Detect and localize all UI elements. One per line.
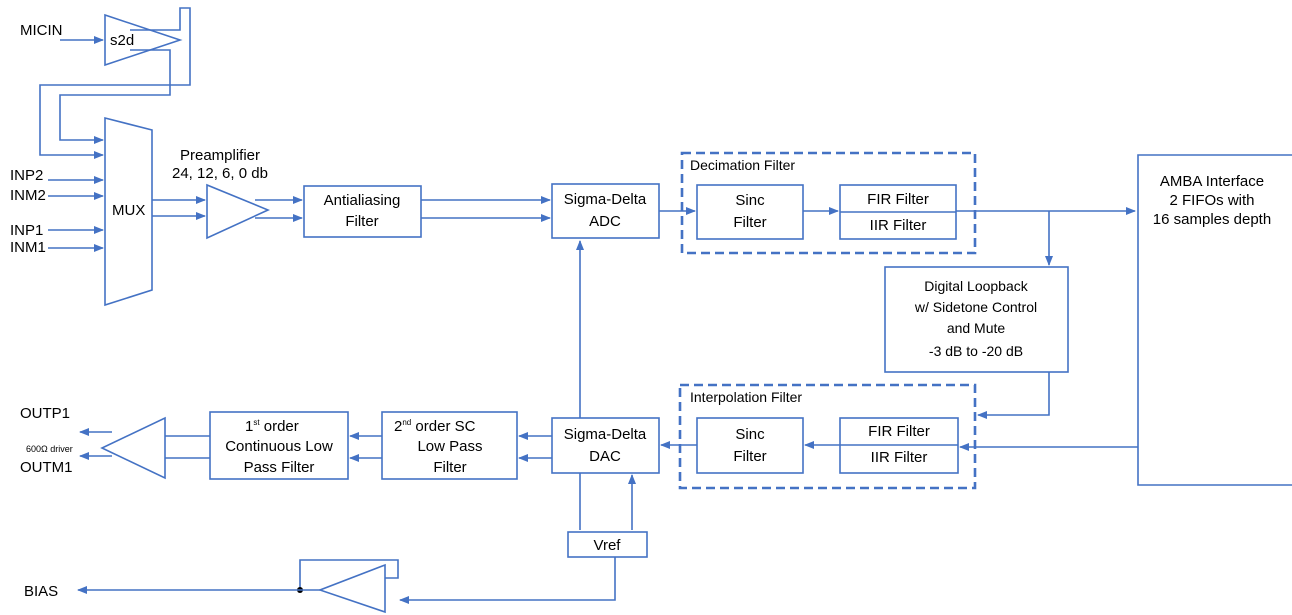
micin-label: MICIN [20, 22, 63, 39]
s2d-label: s2d [110, 32, 134, 49]
sc-filter-line1: 2nd order SC [394, 418, 476, 435]
preamp-title: Preamplifier [180, 147, 260, 164]
loopback-line3: and Mute [947, 320, 1006, 336]
outp1-label: OUTP1 [20, 405, 70, 422]
inm1-label: INM1 [10, 239, 46, 256]
inp1-label: INP1 [10, 222, 43, 239]
first-order-line2: Continuous Low [225, 438, 333, 455]
sigma-delta-dac-block [551, 417, 660, 474]
sc-filter-line2: Low Pass [417, 438, 482, 455]
mux-label: MUX [112, 202, 145, 219]
bias-label: BIAS [24, 583, 58, 600]
vref-label: Vref [594, 537, 622, 554]
sc-filter-order-rest: order SC [411, 418, 475, 435]
vref-block [567, 531, 648, 558]
amba-line2: 2 FIFOs with [1169, 192, 1254, 209]
interpolation-sinc-filter-block [696, 417, 804, 474]
first-order-sup: st [253, 418, 260, 427]
adc-line2: ADC [589, 213, 621, 230]
driver-label: 600Ω driver [26, 444, 73, 454]
mux-block [104, 116, 153, 307]
amba-line3: 16 samples depth [1153, 211, 1271, 228]
loopback-line2: w/ Sidetone Control [914, 299, 1037, 315]
inp2-label: INP2 [10, 167, 43, 184]
interpolation-filter-group [678, 383, 977, 490]
first-order-num: 1 [245, 418, 253, 435]
antialiasing-line2: Filter [345, 213, 378, 230]
int-fir-label: FIR Filter [868, 423, 930, 440]
dec-fir-label: FIR Filter [867, 191, 929, 208]
int-sinc-line1: Sinc [735, 426, 765, 443]
inm2-label: INM2 [10, 187, 46, 204]
sc-filter-order-sup: nd [402, 418, 411, 427]
preamplifier [206, 183, 271, 240]
antialiasing-line1: Antialiasing [324, 192, 401, 209]
dec-sinc-line1: Sinc [735, 192, 765, 209]
decimation-sinc-filter-block [696, 184, 804, 240]
bias-buffer-amplifier [317, 563, 386, 614]
s2d-out-p-wire [39, 7, 191, 159]
sc-filter-order-num: 2 [394, 418, 402, 435]
loopback-to-interpolation-wire [977, 372, 1050, 419]
antialiasing-filter-block [303, 185, 422, 238]
amba-line1: AMBA Interface [1160, 173, 1264, 190]
loopback-line4: -3 dB to -20 dB [929, 343, 1023, 359]
int-iir-label: IIR Filter [871, 449, 928, 466]
first-order-line3: Pass Filter [244, 459, 315, 476]
int-sinc-line2: Filter [733, 448, 766, 465]
outm1-label: OUTM1 [20, 459, 73, 476]
sc-filter-line3: Filter [433, 459, 466, 476]
decimation-filter-group [680, 151, 977, 255]
amba-interface-block [1137, 154, 1292, 486]
interpolation-title: Interpolation Filter [690, 389, 802, 405]
sigma-delta-adc-block [551, 183, 660, 239]
first-order-rest: order [260, 418, 299, 435]
s2d-amplifier [104, 13, 183, 67]
vref-to-bias-amp-wire [399, 557, 616, 604]
dac-line2: DAC [589, 448, 621, 465]
adc-line1: Sigma-Delta [564, 191, 647, 208]
digital-loopback-block [884, 266, 1069, 373]
loopback-line1: Digital Loopback [924, 278, 1029, 294]
output-driver [100, 416, 166, 480]
sc-low-pass-filter-block [381, 411, 518, 480]
preamp-gain: 24, 12, 6, 0 db [172, 165, 268, 182]
first-order-line1: 1st order [245, 418, 299, 435]
dec-sinc-line2: Filter [733, 214, 766, 231]
continuous-low-pass-filter-block [209, 411, 349, 480]
bias-feedback-wire [299, 559, 399, 590]
s2d-out-n-wire [59, 49, 171, 144]
decimation-title: Decimation Filter [690, 157, 795, 173]
dac-line1: Sigma-Delta [564, 426, 647, 443]
dec-iir-label: IIR Filter [870, 217, 927, 234]
